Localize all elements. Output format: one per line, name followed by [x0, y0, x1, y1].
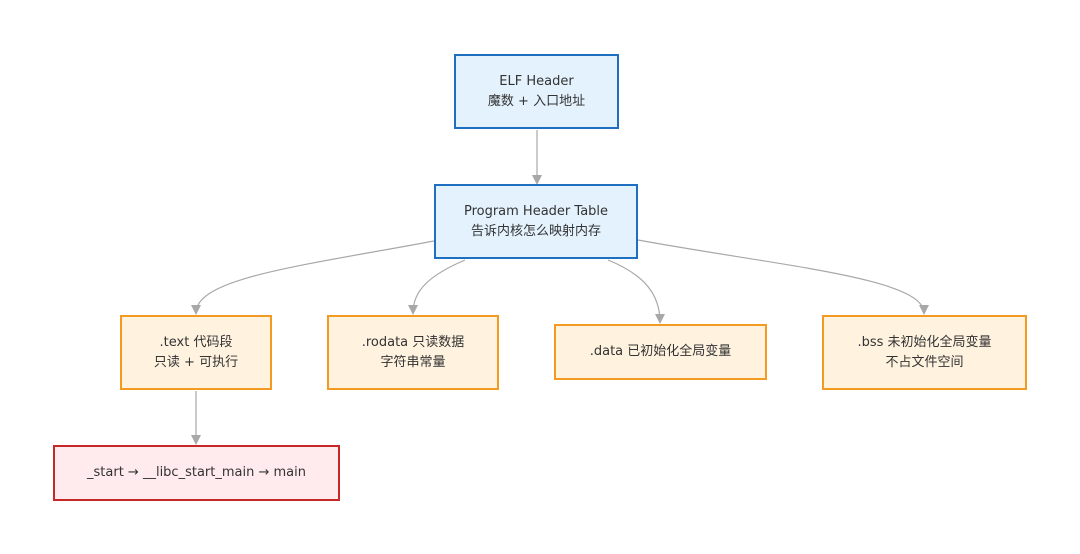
program-header-table-title: Program Header Table — [463, 203, 609, 219]
text-segment-title: .text 代码段 — [159, 334, 233, 350]
rodata-segment-node: .rodata 只读数据 字符串常量 — [327, 315, 499, 390]
elf-header-node: ELF Header 魔数 + 入口地址 — [454, 54, 619, 129]
rodata-segment-title: .rodata 只读数据 — [361, 334, 465, 350]
edge-pht-to-bss — [637, 239, 929, 315]
edge-pht-to-rodata — [408, 259, 466, 315]
program-header-table-subtitle: 告诉内核怎么映射内存 — [470, 223, 601, 239]
rodata-segment-subtitle: 字符串常量 — [380, 354, 446, 370]
text-segment-subtitle: 只读 + 可执行 — [153, 354, 239, 370]
start-chain-node: _start → __libc_start_main → main — [53, 445, 340, 501]
program-header-table-node: Program Header Table 告诉内核怎么映射内存 — [434, 184, 638, 259]
bss-segment-title: .bss 未初始化全局变量 — [857, 334, 992, 350]
bss-segment-subtitle: 不占文件空间 — [885, 354, 964, 370]
bss-segment-node: .bss 未初始化全局变量 不占文件空间 — [822, 315, 1027, 390]
edge-pht-to-data — [607, 259, 665, 324]
start-chain-label: _start → __libc_start_main → main — [87, 465, 306, 480]
edge-pht-to-text — [191, 240, 435, 315]
text-segment-node: .text 代码段 只读 + 可执行 — [120, 315, 272, 390]
data-segment-node: .data 已初始化全局变量 — [554, 324, 767, 380]
elf-header-subtitle: 魔数 + 入口地址 — [487, 93, 586, 109]
data-segment-title: .data 已初始化全局变量 — [589, 344, 732, 359]
elf-header-title: ELF Header — [499, 73, 574, 89]
